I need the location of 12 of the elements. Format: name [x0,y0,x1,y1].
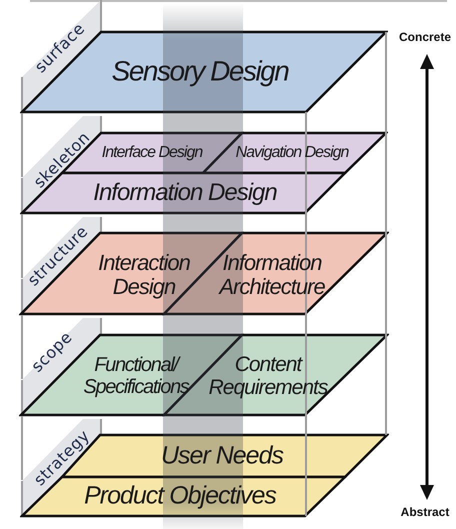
direction-label: Abstract [400,506,450,518]
plane-label: Interface Design [102,144,202,162]
plane-label: Information Architecture [219,250,325,300]
plane-label: Functional/ Specifications [83,354,189,398]
plane-label: Product Objectives [84,482,276,510]
plane-label: Content Requirements [208,352,328,400]
plane-label: Sensory Design [112,56,288,88]
plane-label: Information Design [93,180,277,206]
plane-label: Navigation Design [236,144,348,162]
direction-label: Concrete [399,31,451,43]
plane-label: User Needs [161,442,283,470]
plane-label: Interaction Design [98,250,190,300]
